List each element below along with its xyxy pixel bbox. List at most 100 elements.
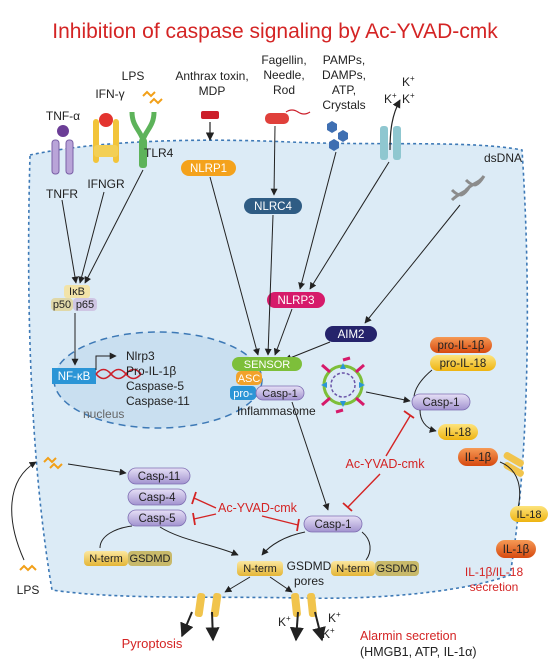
gsdmd-right-box (375, 561, 419, 576)
tnfr-label: TNFR (46, 187, 78, 201)
nfkb-label: NF-κB (58, 371, 91, 383)
nlrp3-arrow (273, 308, 293, 356)
aim2-label: AIM2 (338, 329, 365, 341)
lps-bottom-label: LPS (17, 583, 40, 597)
casp5-pill (127, 509, 187, 527)
pyroptosis-arrow-1 (180, 611, 194, 638)
pro-label: pro- (233, 388, 253, 400)
nterm-to-pyroptosis-pore-arrow (224, 576, 251, 593)
pore-efflux-arrow-1 (289, 611, 304, 642)
secretion-label-2: secretion (470, 580, 519, 594)
gsdmd-left-box (128, 551, 172, 566)
il1b-pill (458, 448, 498, 466)
diagram-title: Inhibition of caspase signaling by Ac-YV… (52, 20, 498, 43)
gsdmd-left-arc (99, 525, 133, 549)
inhibitor-to-casp4 (193, 497, 217, 509)
casp1-right-label: Casp-1 (422, 397, 459, 409)
inhibitor-bar-casp5 (192, 512, 196, 526)
tlr4-receptor (129, 90, 163, 168)
nlrp3-pill (267, 292, 325, 308)
inhibitor-bar-casp4 (191, 491, 197, 505)
bacterium-icon (265, 109, 311, 124)
anthrax-label-2: MDP (199, 84, 226, 98)
il1b-secreted-label: IL-1β (503, 544, 530, 556)
promoter-arrow (95, 352, 117, 370)
k-ion-left: K+ (384, 91, 397, 106)
il18-label: IL-18 (445, 427, 471, 439)
tnfr-receptor (51, 125, 74, 175)
k-ion-top: K+ (402, 74, 415, 89)
tlr4-to-ikb-arrow (84, 169, 144, 284)
nterm-right-label: N-term (336, 563, 370, 575)
gsdmd-right-arc (361, 531, 371, 561)
pamps-label-2: DAMPs, (322, 68, 366, 82)
potassium-channel (380, 126, 401, 160)
anthrax-label-1: Anthrax toxin, (175, 69, 248, 83)
il18-secreted-label: IL-18 (516, 509, 541, 521)
nlrp1-label: NLRP1 (190, 163, 227, 175)
inhibitor-bar-bottom (342, 502, 353, 512)
asc-label: ASC (238, 373, 261, 385)
lps-top-label: LPS (122, 69, 145, 83)
nterm-left-box (84, 551, 128, 566)
nterm-left-label: N-term (89, 553, 123, 565)
ifngr-receptor (93, 113, 119, 163)
dsdna-to-aim2-arrow (364, 204, 461, 324)
inflammasome-casp1 (255, 385, 305, 401)
casp4-label: Casp-4 (138, 492, 176, 504)
tnfr-to-ikb-arrow (61, 199, 79, 284)
gsdmd-pore (291, 592, 317, 618)
alarmin-label-2: (HMGB1, ATP, IL-1α) (360, 645, 477, 659)
il18-secreted-pill (510, 506, 548, 522)
il1b-label: IL-1β (465, 452, 492, 464)
inflammasome-casp1-label: Casp-1 (262, 388, 297, 400)
pamps-to-nlrp3-arrow (298, 151, 337, 290)
lps-to-casp-arrow (67, 463, 127, 476)
ifngr-to-ikb-arrow (78, 191, 105, 284)
flagellin-label-2: Needle, (263, 68, 304, 82)
pamps-label-3: ATP, (332, 83, 356, 97)
k-ion-pore-2: K+ (328, 610, 341, 625)
sensor-label: SENSOR (244, 359, 291, 371)
ring-to-casp1-arrow (365, 391, 411, 404)
inhibitor-label-left: Ac-YVAD-cmk (218, 501, 298, 515)
inhibitor-label-right: Ac-YVAD-cmk (346, 457, 426, 471)
inhibitor-bar-casp1-left (296, 518, 300, 532)
casp1-right-pill (411, 393, 471, 411)
p50-label: p50 (53, 299, 71, 311)
ifng-label: IFN-γ (95, 87, 124, 101)
nlrc4-pill (244, 198, 302, 214)
flagellin-label-3: Rod (273, 83, 295, 97)
nterm-to-gsdmd-pore-arrow (269, 576, 293, 593)
secretion-arc (499, 461, 521, 509)
gene-nlrp3: Nlrp3 (126, 349, 155, 363)
casp1-bottom-pill (303, 515, 363, 533)
casp4-pill (127, 488, 187, 506)
nfkb-box (52, 368, 96, 384)
dsdna-icon (450, 175, 486, 202)
nlrc4-arrow (264, 214, 274, 356)
casp11-pill (127, 467, 191, 485)
gene-pro-il1b: Pro-IL-1β (126, 364, 176, 378)
ikb-box (64, 285, 90, 298)
nlrc4-label: NLRC4 (254, 201, 292, 213)
inhibitor-bar-right-top (403, 410, 415, 419)
pro-cytokine-arc (413, 369, 433, 399)
casp-to-nterm-arrow (159, 526, 239, 556)
nucleus-label: nucleus (83, 407, 124, 421)
gsdmd-pores-label-2: pores (294, 574, 324, 588)
potassium-to-nlrp3-arrow (309, 161, 390, 290)
nterm-center-box (237, 561, 283, 576)
k-ion-right: K+ (402, 91, 415, 106)
dsdna-label: dsDNA (484, 151, 522, 165)
ifng-ligand (99, 113, 113, 127)
nlrp3-label: NLRP3 (277, 295, 314, 307)
gsdmd-right-label: GSDMD (377, 563, 418, 575)
pamps-label-4: Crystals (322, 98, 365, 112)
nterm-center-label: N-term (243, 563, 277, 575)
sensor-box (232, 357, 302, 371)
casp1-to-il18-arrow (419, 409, 437, 433)
casp1-bottom-label: Casp-1 (314, 519, 351, 531)
